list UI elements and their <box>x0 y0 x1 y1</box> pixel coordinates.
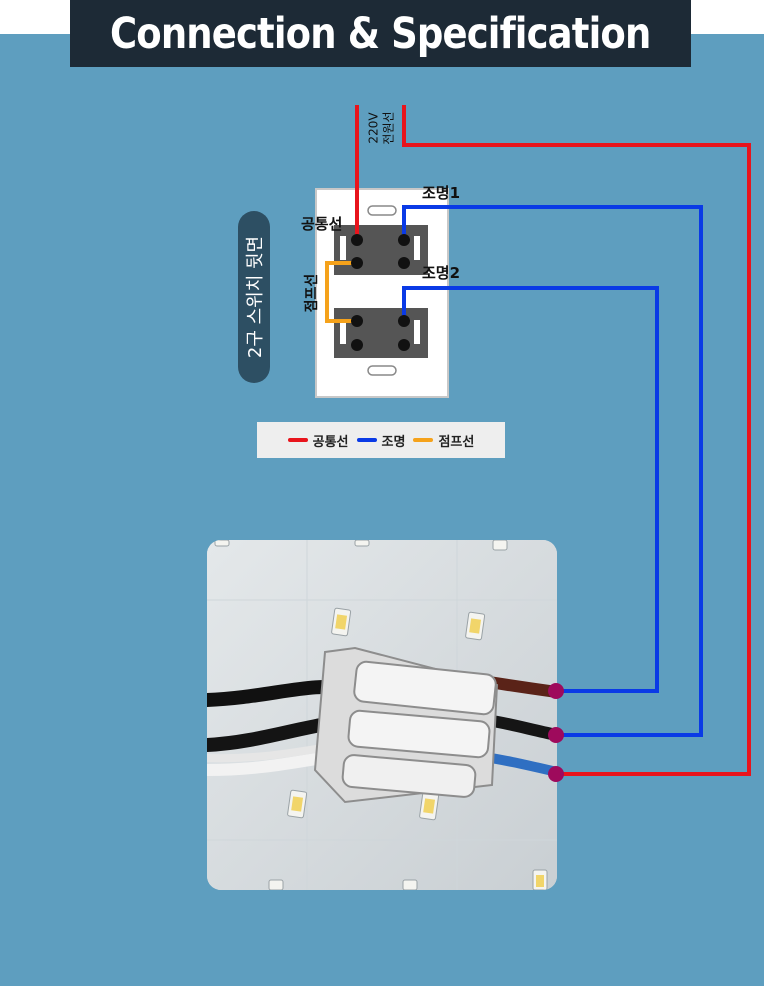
legend-swatch-jumper <box>413 438 434 442</box>
common-wire <box>355 105 751 776</box>
led-panel-photo <box>207 540 557 890</box>
legend-label-common: 공통선 <box>312 434 349 450</box>
page-title: Connection & Specification <box>110 8 651 59</box>
title-banner: Connection & Specification <box>70 0 691 67</box>
legend-swatch-light <box>356 438 377 442</box>
lever-connector <box>313 646 499 804</box>
legend-label-jumper: 점프선 <box>438 434 475 450</box>
switch-plate <box>315 188 449 398</box>
legend-label-light: 조명 <box>381 434 406 450</box>
legend-item-common: 공통선 <box>287 431 349 450</box>
light2-label: 조명2 <box>422 264 460 282</box>
power-label-line: 전원선 <box>382 111 396 144</box>
wire-legend: 공통선 조명 점프선 <box>257 422 505 458</box>
common-label: 공통선 <box>301 215 342 233</box>
light1-label: 조명1 <box>422 184 460 202</box>
legend-item-jumper: 점프선 <box>413 431 474 450</box>
legend-swatch-common <box>287 438 308 442</box>
light-wires <box>402 205 703 737</box>
power-label-220v: 220V <box>367 112 381 144</box>
led-chips <box>214 540 548 890</box>
switch-terminals <box>351 234 410 351</box>
jumper-label: 점프선 <box>303 274 320 313</box>
legend-item-light: 조명 <box>356 431 406 450</box>
jumper-wire <box>325 261 357 323</box>
switch-back-label-pill <box>238 211 270 383</box>
panel-connection-dots <box>548 683 564 782</box>
led-panel-illustration <box>207 540 557 890</box>
